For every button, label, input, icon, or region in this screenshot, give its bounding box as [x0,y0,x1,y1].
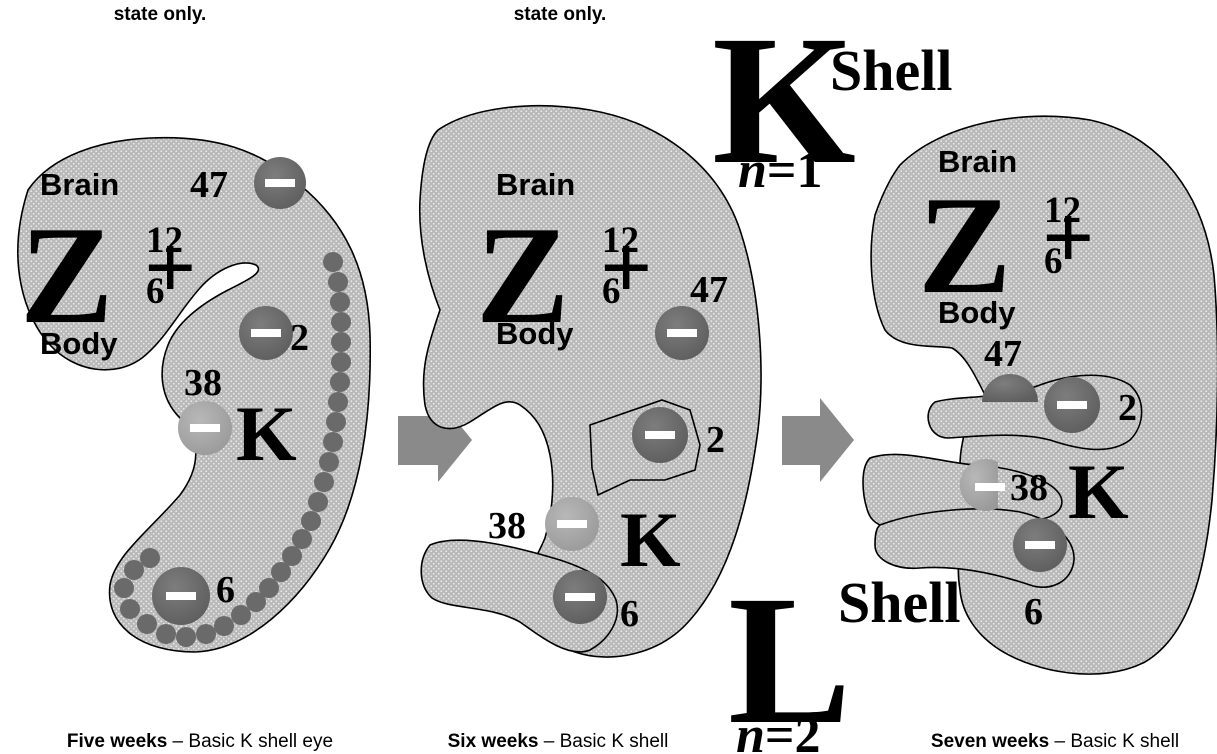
z-symbol-3: Z [918,168,1011,323]
num-6-label-1: 6 [216,569,235,611]
num-38-label-3: 38 [1010,467,1048,509]
plus-sign-2: + [600,216,652,318]
num-47-label-3: 47 [984,333,1022,375]
z-superscript-3: 12 [1044,190,1081,231]
body-label-2: Body [496,316,574,351]
z-subscript-1: 6 [146,271,165,312]
z-symbol-2: Z [476,198,569,353]
l-shell-label: L Shell n=2 [728,558,961,754]
body-label-1: Body [40,326,118,361]
num-38-label-2: 38 [488,505,526,547]
k-shell-letter: K [712,0,856,203]
caption-six-weeks: Six weeks – Basic K shell [448,731,669,752]
panel-seven-weeks: Brain Z 12 6 + Body 47 2 38 K 6 Seven we… [862,115,1217,752]
k-shell-word: Shell [830,38,953,103]
electron-38-3-minus [975,483,1005,491]
panel-2-top-caption: state only. [514,4,607,25]
z-superscript-1: 12 [146,220,183,261]
electron-47-1 [254,157,306,209]
caption-five-weeks: Five weeks – Basic K shell eye [67,731,333,752]
electron-6-1 [152,567,210,625]
brain-label-3: Brain [938,144,1017,179]
lower-limb-2 [420,539,619,653]
caption-1-rest: – Basic K shell eye [167,731,333,752]
electron-38-2 [545,497,599,551]
panel-six-weeks: state only. Brain Z 12 6 + Body 47 2 38 … [418,4,762,752]
caption-1-bold: Five weeks [67,731,167,752]
body-label-3: Body [938,295,1016,330]
k-label-3: K [1068,448,1129,535]
electron-6-2 [553,570,607,624]
caption-seven-weeks: Seven weeks – Basic K shell [931,731,1179,752]
z-subscript-3: 6 [1044,241,1063,282]
caption-2-bold: Six weeks [448,731,539,752]
l-shell-n-equation: n=2 [736,707,821,754]
caption-2-rest: – Basic K shell [538,731,668,752]
k-shell-n-equation: n=1 [738,142,823,199]
electron-2-1 [239,306,293,360]
k-shell-label: K Shell n=1 [712,0,953,203]
num-38-label-1: 38 [184,362,222,404]
num-47-label-2: 47 [690,269,728,311]
k-label-2: K [620,496,681,583]
electron-6-3 [1013,518,1067,572]
k-label-1: K [236,390,297,477]
num-6-label-3: 6 [1024,591,1043,633]
plus-sign-1: + [144,216,196,318]
num-47-label-1: 47 [190,164,228,206]
caption-3-bold: Seven weeks [931,731,1049,752]
caption-3-rest: – Basic K shell [1049,731,1179,752]
l-shell-n-value: =2 [765,707,821,754]
z-superscript-2: 12 [602,220,639,261]
electron-2-3 [1044,377,1100,433]
panel-1-top-caption: state only. [114,4,207,25]
electron-38-1 [178,401,232,455]
somite-chain-1 [114,252,351,647]
l-shell-word: Shell [838,570,961,635]
l-shell-n-var: n [736,707,765,754]
num-6-label-2: 6 [620,593,639,635]
arrow-right-icon [782,398,854,482]
num-2-label-2: 2 [706,419,725,461]
embryo-1-outline [17,136,372,653]
num-2-label-1: 2 [290,317,309,359]
k-shell-n-var: n [738,142,767,199]
electron-2-2 [632,407,688,463]
l-shell-letter: L [728,558,851,754]
brain-label-1: Brain [40,167,119,202]
electron-47-3 [982,374,1038,402]
z-symbol-1: Z [20,198,113,353]
num-2-label-3: 2 [1118,387,1137,429]
electron-47-2 [655,306,709,360]
brain-label-2: Brain [496,167,575,202]
k-shell-n-value: =1 [767,142,823,199]
plus-sign-3: + [1042,186,1094,288]
z-subscript-2: 6 [602,271,621,312]
panel-five-weeks: state only. [17,4,372,752]
